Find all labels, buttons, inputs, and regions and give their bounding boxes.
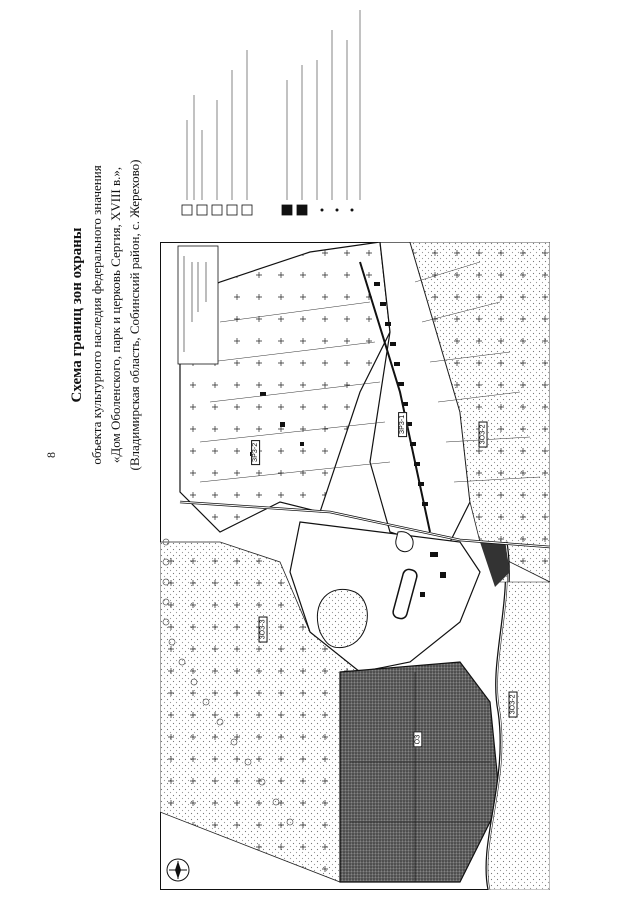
park-pond <box>392 568 418 620</box>
label-zoz-3: ЗОЗ-3 <box>258 616 268 643</box>
title-line-3: «Дом Оболенского, парк и церковь Сергия,… <box>108 166 123 464</box>
title-line-4: (Владимирская область, Собинский район, … <box>127 159 142 471</box>
pond-dark <box>480 542 510 587</box>
pond-2 <box>395 531 414 553</box>
zone-map <box>160 242 550 890</box>
parcel-lines <box>199 261 541 483</box>
buildings <box>250 282 446 597</box>
pond <box>316 588 368 649</box>
label-oz: ОЗ <box>413 731 423 748</box>
boundary-circles <box>162 538 294 826</box>
legend-text-lines <box>186 10 361 200</box>
legend-swatches <box>181 204 308 216</box>
title-line-2: объекта культурного наследия федеральног… <box>89 165 104 465</box>
zone-zoz-2-lower <box>487 541 550 890</box>
label-zrz-2: ЗРЗ-2 <box>251 439 261 466</box>
oz-grid <box>350 672 490 882</box>
map-legend <box>181 10 361 216</box>
label-zoz-2-lower: ЗОЗ-2 <box>508 691 518 718</box>
page-number: 8 <box>44 452 58 458</box>
label-zrz-1: ЗРЗ-1 <box>398 411 408 438</box>
title-line-1: Схема границ зон охраны <box>69 227 85 403</box>
north-arrow-icon <box>166 858 190 882</box>
zone-oz-area <box>339 661 501 883</box>
legend-symbols <box>320 208 354 212</box>
map-title: Схема границ зон охраны объекта культурн… <box>68 55 144 575</box>
inset-lines <box>183 256 207 352</box>
label-zoz-2: ЗОЗ-2 <box>478 421 488 448</box>
